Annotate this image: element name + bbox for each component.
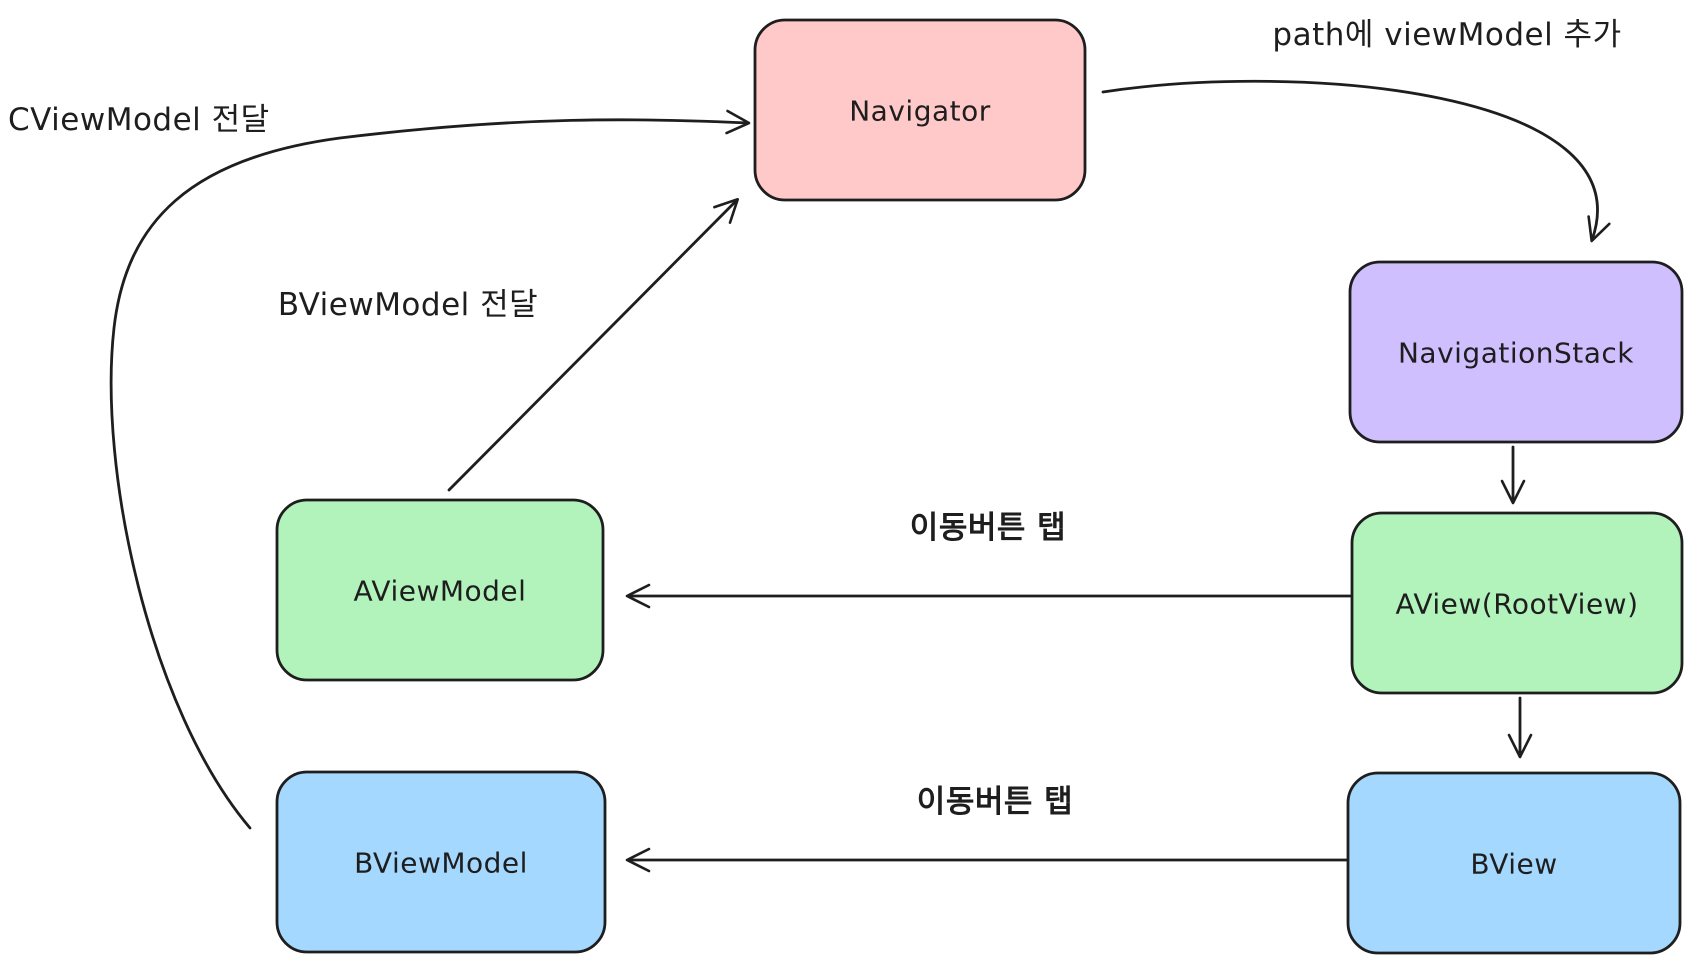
node-navigator: Navigator — [753, 18, 1087, 202]
node-aviewmodel: AViewModel — [275, 498, 605, 682]
edge-label-cviewmodel-pass: CViewModel 전달 — [8, 102, 270, 138]
bviewmodel-box — [275, 770, 607, 954]
node-navigation-stack: NavigationStack — [1348, 260, 1684, 444]
edge-label-move-button-tap-b: 이동버튼 탭 — [917, 784, 1073, 820]
node-aview: AView(RootView) — [1350, 511, 1684, 695]
bview-label: BView — [1470, 848, 1557, 881]
edge-navigator-to-navigationstack — [1101, 79, 1611, 243]
node-bviewmodel: BViewModel — [275, 770, 607, 954]
aview-label: AView(RootView) — [1395, 588, 1638, 621]
bview-box — [1346, 771, 1682, 955]
aviewmodel-box — [275, 498, 605, 682]
edge-aviewmodel-to-navigator — [447, 197, 740, 492]
node-bview: BView — [1346, 771, 1682, 955]
navigation-stack-label: NavigationStack — [1398, 337, 1634, 370]
edge-label-move-button-tap-a: 이동버튼 탭 — [910, 510, 1066, 546]
navigator-label: Navigator — [849, 95, 991, 128]
aviewmodel-label: AViewModel — [354, 575, 527, 608]
aview-box — [1350, 511, 1684, 695]
navigator-box — [753, 18, 1087, 202]
edge-bviewmodel-to-navigator — [109, 109, 751, 830]
edge-label-path-viewmodel-add: path에 viewModel 추가 — [1272, 17, 1621, 53]
navigation-stack-box — [1348, 260, 1684, 444]
edge-label-bviewmodel-pass: BViewModel 전달 — [278, 287, 538, 323]
bviewmodel-label: BViewModel — [354, 847, 528, 880]
